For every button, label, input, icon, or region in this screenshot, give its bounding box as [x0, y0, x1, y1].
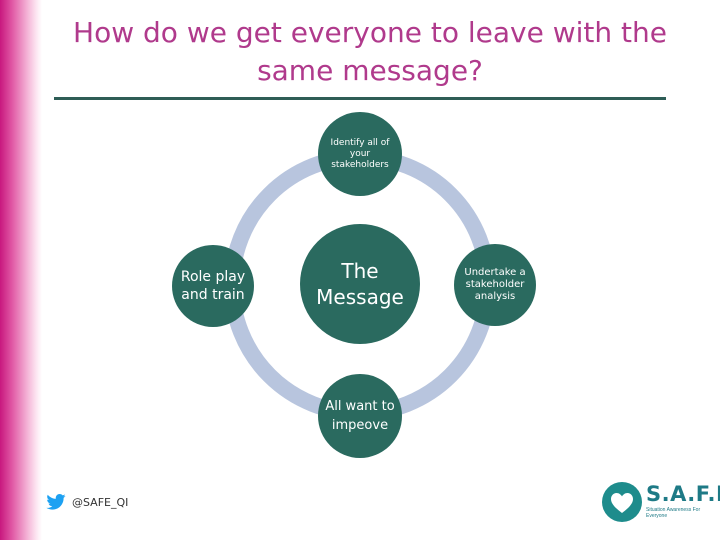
- safe-logo-mark: [602, 482, 642, 522]
- node-right-label: Undertake a stakeholder analysis: [464, 267, 526, 302]
- safe-logo: S.A.F.E Situation Awareness For Everyone: [600, 480, 720, 524]
- node-center-label: The Message: [316, 259, 404, 309]
- node-all-want-to-improve: All want to impeove: [318, 374, 402, 458]
- left-accent-bar: [0, 0, 42, 540]
- twitter-handle-block: @SAFE_QI: [46, 494, 128, 510]
- node-role-play: Role play and train: [172, 245, 254, 327]
- node-bottom-label: All want to impeove: [325, 399, 395, 433]
- heart-icon: [611, 493, 633, 513]
- twitter-bird-icon: [46, 494, 66, 510]
- node-the-message: The Message: [300, 224, 420, 344]
- title-underline: [54, 97, 666, 100]
- safe-logo-name: S.A.F.E: [646, 482, 720, 506]
- twitter-handle: @SAFE_QI: [72, 495, 129, 509]
- safe-logo-tagline: Situation Awareness For Everyone: [646, 507, 701, 519]
- node-stakeholder-analysis: Undertake a stakeholder analysis: [454, 244, 536, 326]
- node-left-label: Role play and train: [180, 269, 246, 303]
- slide-title: How do we get everyone to leave with the…: [73, 16, 667, 87]
- node-identify-stakeholders: Identify all of your stakeholders: [318, 112, 402, 196]
- node-top-label: Identify all of your stakeholders: [330, 137, 390, 170]
